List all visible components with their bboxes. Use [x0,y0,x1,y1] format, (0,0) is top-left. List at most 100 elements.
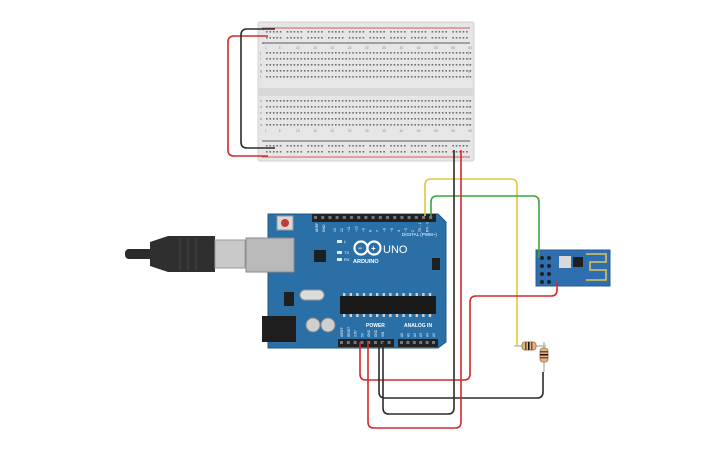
column-number: 50 [434,46,438,50]
breadboard-center-channel [258,88,474,96]
digital-pin-label: ~3 [404,228,408,232]
power-pin-label: RESET [347,326,351,337]
arduino-brand-label: ARDUINO [353,259,379,265]
row-letter-top-right: f [468,74,470,79]
row-letter-top: f [260,74,262,79]
breadboard-holes [266,31,472,153]
row-letter-bottom: c [260,110,262,115]
digital-pwm-label: DIGITAL (PWM~) [402,232,437,237]
power-pin-label: GND [374,329,378,337]
arduino-logo: − + [353,240,382,256]
esp8266-antenna [586,253,607,281]
digital-pin-label: 7 [376,230,380,232]
svg-text:+: + [371,244,376,253]
rail-minus-label: - [262,41,264,47]
row-letter-bottom: e [260,98,263,103]
uno-label: UNO [383,244,408,256]
pin-label-gnd: GND [322,224,326,232]
usb-plug-body [150,236,215,272]
column-number: 45 [417,46,421,50]
row-letter-top-right: h [468,62,470,67]
capacitor-2 [320,317,336,333]
resistor-2 [539,342,549,372]
digital-pin-label: ~5 [390,228,394,232]
row-letter-top: j [259,50,261,55]
dc-power-jack [262,316,296,342]
usb-plug-metal [214,239,246,269]
analog-in-label: ANALOG IN [404,323,432,329]
analog-pin-label: A1 [406,333,410,337]
usb-cable-wire [125,249,155,259]
row-letter-bottom-right: d [468,104,470,109]
digital-pin-label: 12 [340,228,344,232]
power-label: POWER [366,323,385,329]
wire-yellow [424,178,518,346]
digital-pin-label: ~11 [347,226,351,232]
analog-header [398,339,438,347]
column-number: 55 [451,46,455,50]
column-number: 1 [265,46,267,50]
row-letter-bottom-right: e [468,98,471,103]
digital-pin-label: RX←0 [425,222,429,232]
analog-pin-label: A3 [419,333,423,337]
row-letter-top-right: g [468,68,470,73]
wire-red-5v-breadboard [367,150,462,429]
column-number: 15 [313,46,317,50]
column-number: 40 [400,46,404,50]
column-number-bottom: 5 [279,129,281,133]
usb-b-port [245,237,295,273]
tx-led [337,251,342,254]
esp8266-flash [573,257,583,267]
icsp-header [432,258,440,270]
row-letter-bottom-right: a [468,122,471,127]
crystal-oscillator [299,289,325,301]
capacitor-1 [305,317,321,333]
digital-pin-label: 8 [369,230,373,232]
wire-black-gnd-breadboard [382,150,455,415]
column-number-bottom: 30 [365,129,369,133]
row-letter-top: g [260,68,262,73]
power-pin-label: 3.3V [354,330,358,337]
column-number: 30 [365,46,369,50]
wires [227,28,558,429]
digital-pin-label: 2 [411,230,415,232]
svg-text:−: − [358,246,362,253]
analog-pin-label: A4 [426,333,430,337]
wire-red-3v3 [359,282,558,381]
esp8266-module [535,249,611,287]
column-number: 25 [348,46,352,50]
arduino-pcb [267,213,447,349]
analog-pin-label: A5 [432,333,436,337]
row-letter-bottom-right: c [468,110,470,115]
column-number: 5 [279,46,281,50]
column-number-bottom: 20 [331,129,335,133]
l-led-label: L [344,239,347,244]
tx-led-label: TX [344,250,349,255]
power-pin-label: 5V [360,332,364,337]
rx-led [337,258,342,261]
esp8266-chip [559,256,571,268]
digital-pin-label: 4 [397,230,401,232]
digital-pin-label: ~10 [354,226,358,232]
row-letter-bottom: a [260,122,263,127]
column-number: 20 [331,46,335,50]
row-letter-top-right: i [468,56,469,61]
power-header [338,339,394,347]
column-number-bottom: 10 [296,129,300,133]
digital-pin-label: ~9 [361,228,365,232]
analog-pin-label: A2 [413,333,417,337]
row-letter-top-right: j [467,50,469,55]
digital-pin-label: TX→1 [418,222,422,232]
column-number-bottom: 45 [417,129,421,133]
column-number-bottom: 55 [451,129,455,133]
digital-pin-label: 13 [333,228,337,232]
power-pin-label: GND [367,329,371,337]
row-letter-top: h [260,62,262,67]
column-number-bottom: 15 [313,129,317,133]
rx-led-label: RX [344,257,350,262]
row-letter-bottom: d [260,104,262,109]
